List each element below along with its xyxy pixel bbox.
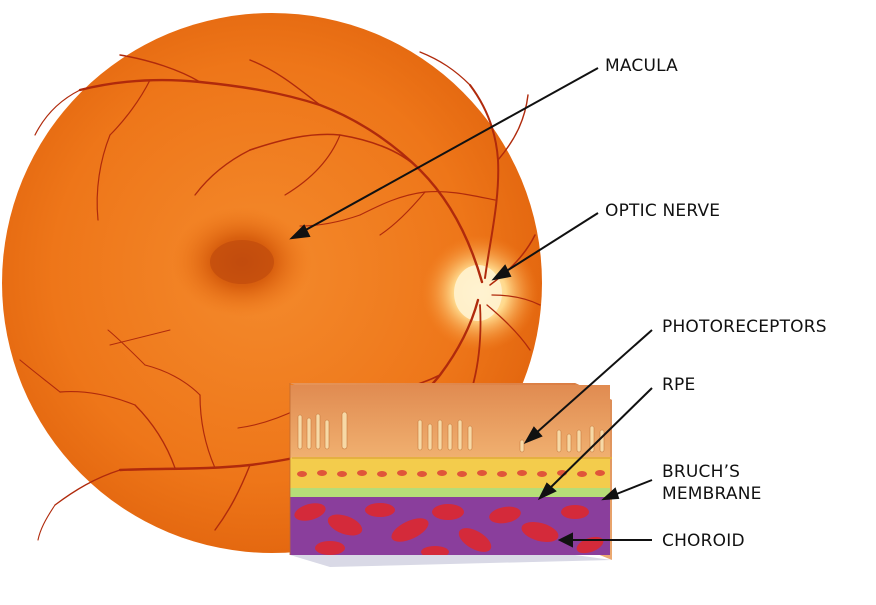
rpe-label: RPE xyxy=(662,374,695,396)
macula-label: MACULA xyxy=(605,55,678,77)
photoreceptors-label: PHOTORECEPTORS xyxy=(662,316,827,338)
bruchs-layer xyxy=(290,488,612,497)
bruchs-label-line-1: BRUCH’S xyxy=(662,461,762,483)
bruchs-pointer xyxy=(614,480,652,495)
bruchs-membrane-label: BRUCH’S MEMBRANE xyxy=(662,461,762,505)
optic-nerve-label: OPTIC NERVE xyxy=(605,200,720,222)
choroid-label: CHOROID xyxy=(662,530,745,552)
bruchs-label-line-2: MEMBRANE xyxy=(662,483,762,505)
